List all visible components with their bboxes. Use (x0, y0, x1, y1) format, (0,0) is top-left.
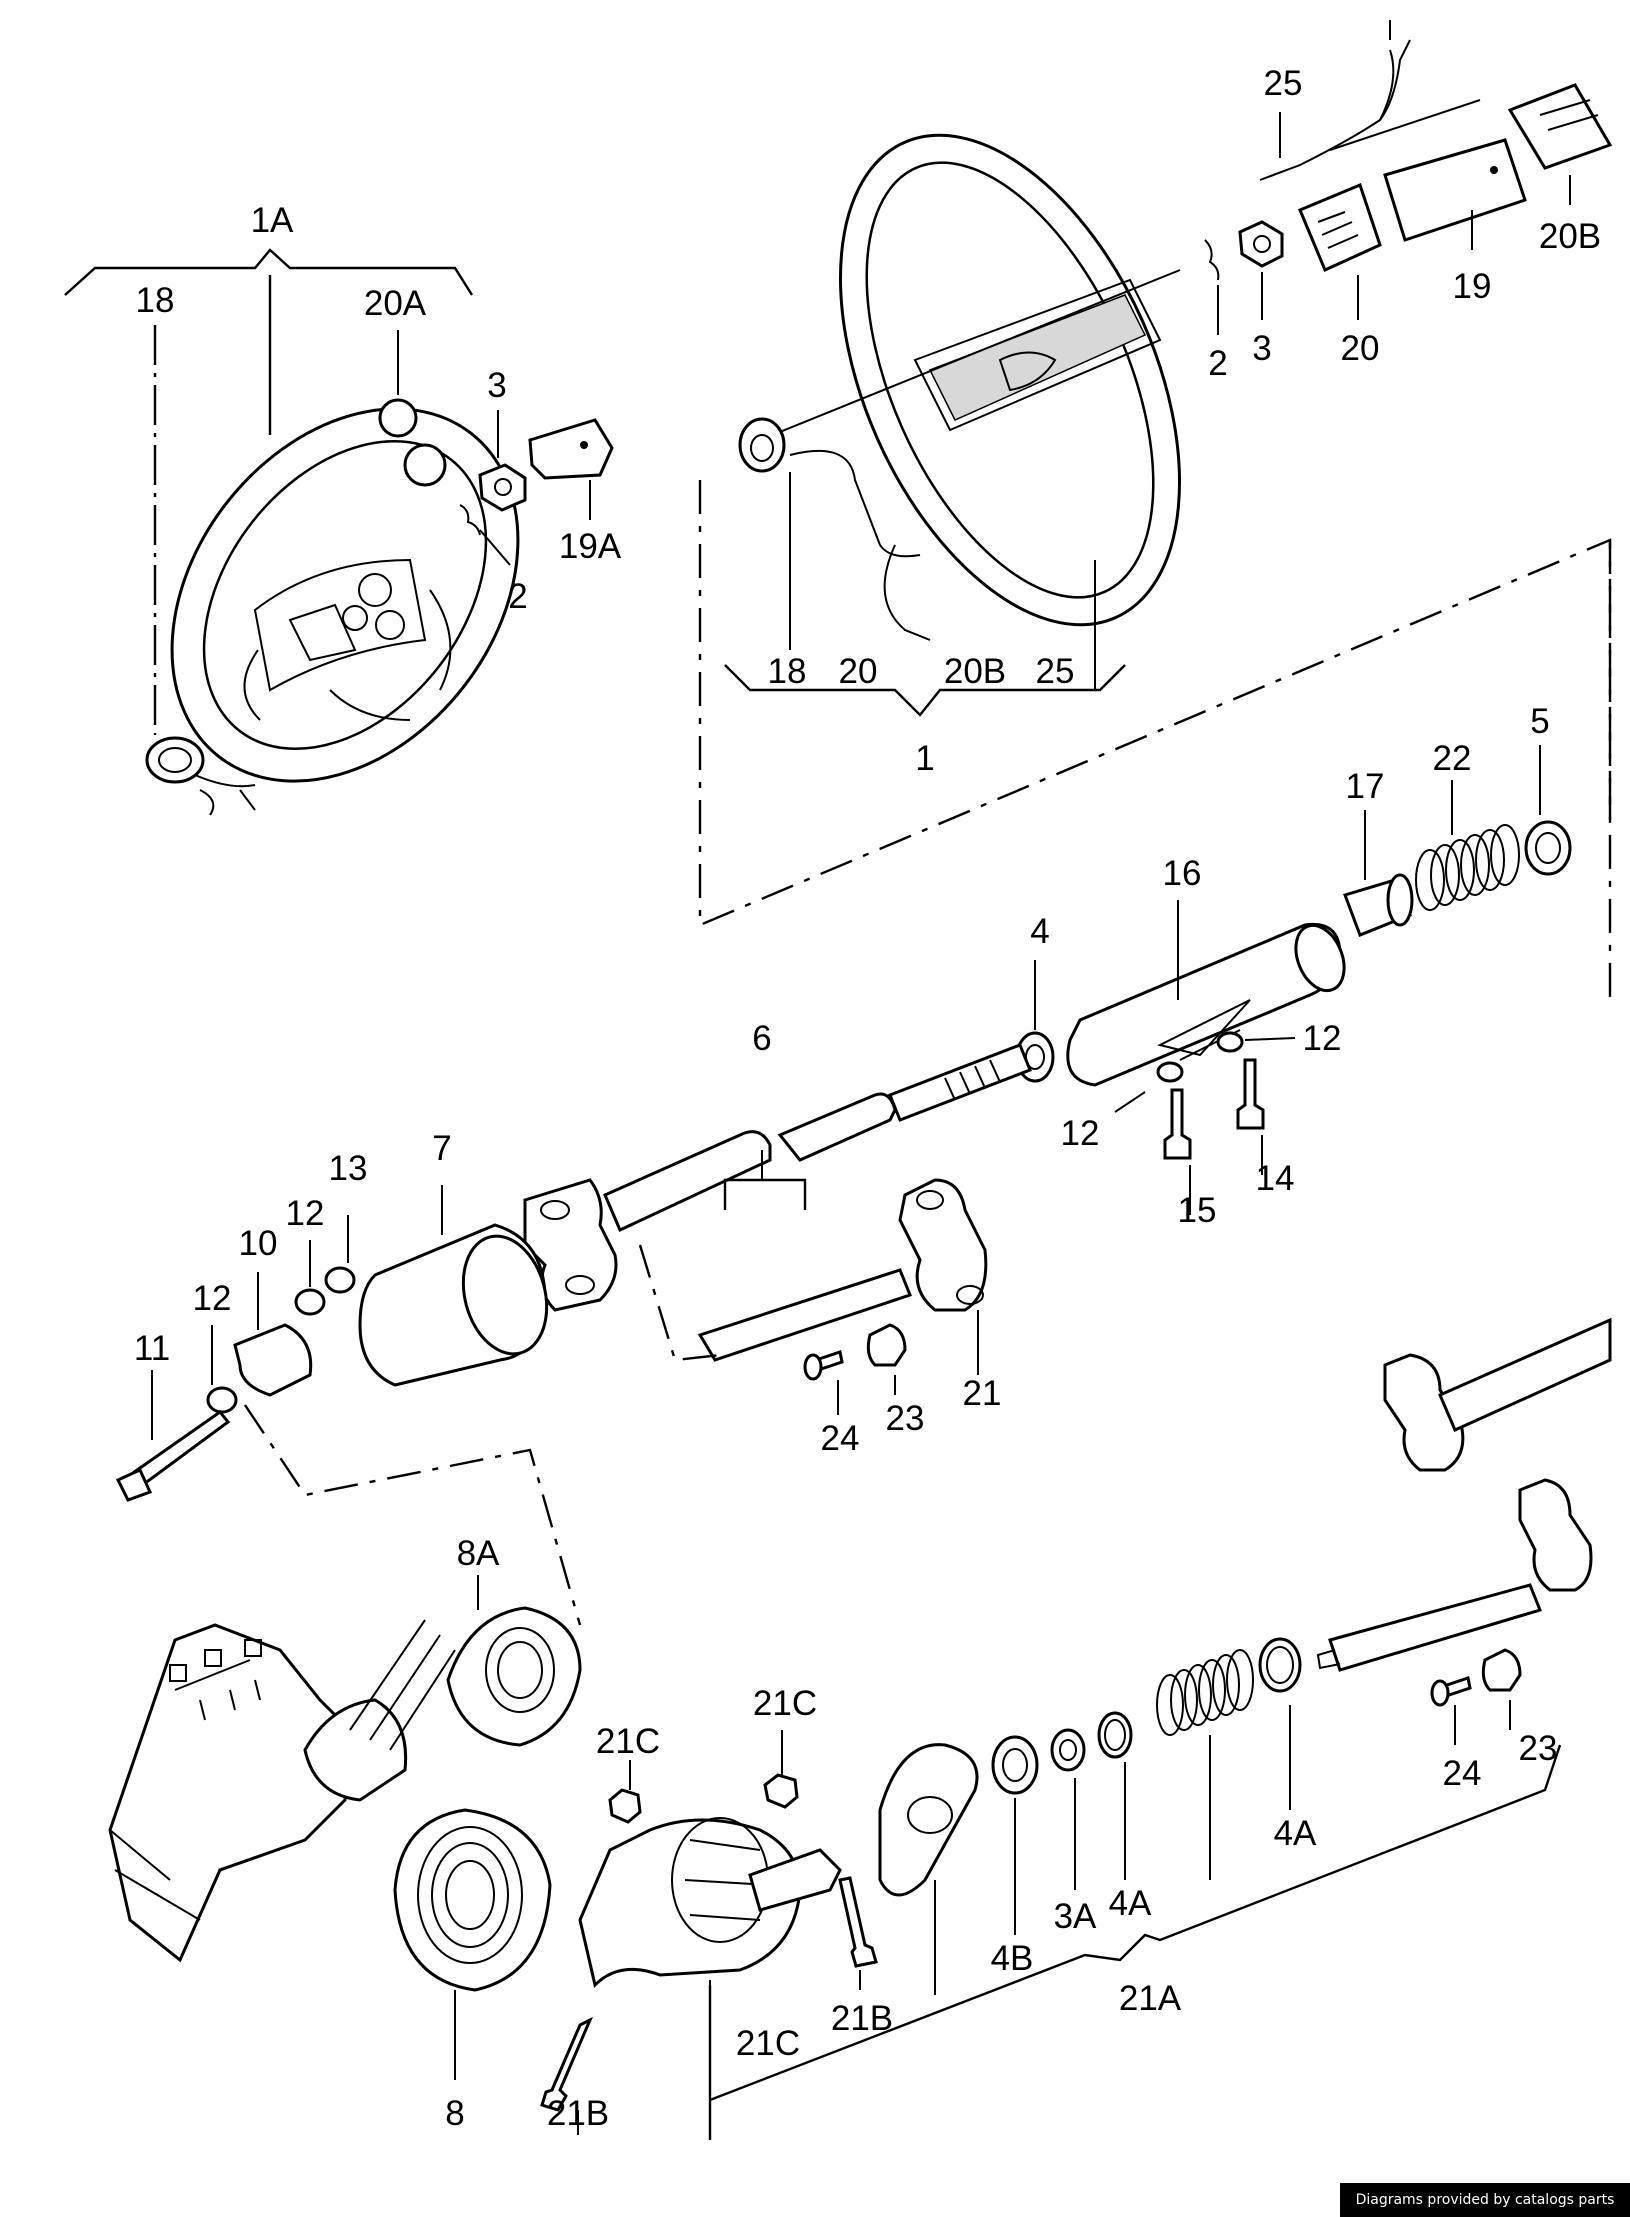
label-21A: 21A (1119, 1979, 1182, 2018)
group-outline-21 (638, 1244, 721, 1362)
label-20A: 20A (364, 284, 427, 323)
label-2: 2 (508, 577, 527, 616)
part-labels: 1A 18 20A 3 19A 2 25 2 3 20 19 20B 18 20… (134, 64, 1601, 2133)
label-5: 5 (1530, 702, 1549, 741)
label-22: 22 (1433, 739, 1472, 778)
label-4B: 4B (991, 1939, 1034, 1978)
label-8A: 8A (457, 1534, 500, 1573)
label-4A: 4A (1109, 1884, 1152, 1923)
label-16: 16 (1163, 854, 1202, 893)
label-21B: 21B (831, 1999, 893, 2038)
label-21C: 21C (736, 2024, 800, 2063)
label-20B: 20B (944, 652, 1006, 691)
diagram-credit: Diagrams provided by catalogs parts (1340, 2183, 1630, 2217)
label-4A: 4A (1274, 1814, 1317, 1853)
label-2: 2 (1208, 344, 1227, 383)
label-25: 25 (1264, 64, 1303, 103)
label-10: 10 (239, 1224, 278, 1263)
label-24: 24 (821, 1419, 860, 1458)
label-17: 17 (1346, 767, 1385, 806)
label-19A: 19A (559, 527, 622, 566)
steering-box-assembly (108, 1575, 582, 1963)
label-23: 23 (886, 1399, 925, 1438)
label-20: 20 (839, 652, 878, 691)
label-3: 3 (487, 366, 506, 405)
label-20: 20 (1341, 329, 1380, 368)
label-21C: 21C (753, 1684, 817, 1723)
label-3A: 3A (1054, 1897, 1097, 1936)
label-21: 21 (963, 1374, 1002, 1413)
label-13: 13 (329, 1149, 368, 1188)
steering-wheel-1 (724, 20, 1613, 717)
label-12: 12 (193, 1279, 232, 1318)
steering-wheel-1A (64, 248, 614, 816)
label-18: 18 (768, 652, 807, 691)
coupling-assembly (393, 1730, 878, 2140)
label-23: 23 (1519, 1729, 1558, 1768)
label-12: 12 (1303, 1019, 1342, 1058)
label-19: 19 (1453, 267, 1492, 306)
label-15: 15 (1178, 1191, 1217, 1230)
label-4: 4 (1030, 912, 1049, 951)
group-outline-8A (244, 1404, 582, 1626)
label-8: 8 (445, 2094, 464, 2133)
label-24: 24 (1443, 1754, 1482, 1793)
label-1A: 1A (251, 201, 294, 240)
group-outline-upper (698, 480, 1612, 1000)
lower-shaft-assembly (709, 1317, 1612, 2102)
label-21C: 21C (596, 1722, 660, 1761)
label-14: 14 (1256, 1159, 1295, 1198)
label-12: 12 (1061, 1114, 1100, 1153)
steering-column-parts (115, 745, 1572, 1626)
label-12: 12 (286, 1194, 325, 1233)
label-6: 6 (752, 1019, 771, 1058)
label-21B: 21B (547, 2094, 609, 2133)
label-11: 11 (134, 1329, 170, 1368)
label-3: 3 (1252, 329, 1271, 368)
label-1: 1 (915, 739, 934, 778)
label-25: 25 (1036, 652, 1075, 691)
label-7: 7 (432, 1129, 451, 1168)
label-20B: 20B (1539, 217, 1601, 256)
label-18: 18 (136, 281, 175, 320)
